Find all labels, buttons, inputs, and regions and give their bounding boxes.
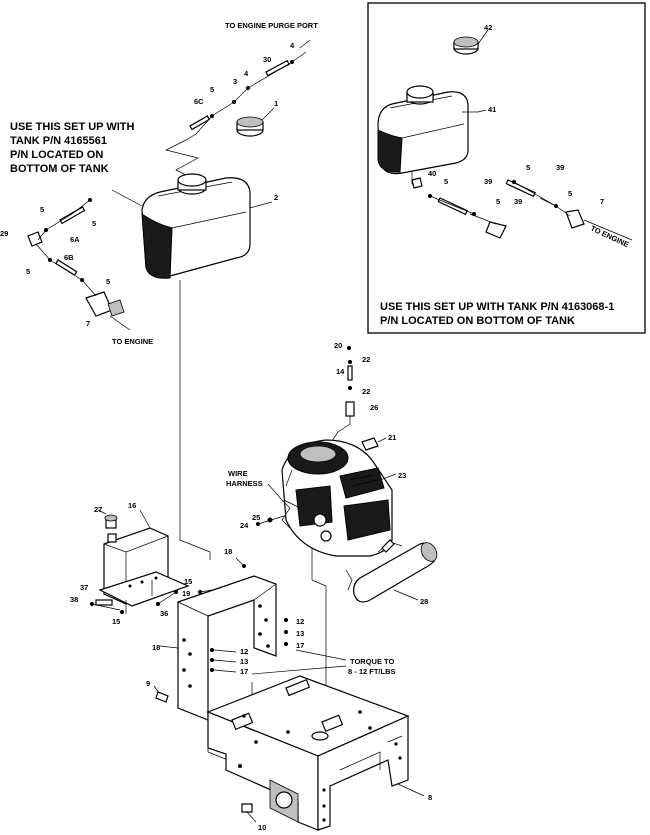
left-setup-note-line4: BOTTOM OF TANK bbox=[10, 163, 109, 175]
callout-18b: 18 bbox=[152, 643, 160, 652]
fitting-21[interactable] bbox=[361, 437, 379, 451]
callout-30: 30 bbox=[263, 55, 271, 64]
bolt-18[interactable] bbox=[242, 564, 246, 568]
inset-setup-note-line2: P/N LOCATED ON BOTTOM OF TANK bbox=[380, 315, 575, 327]
callout-5e: 5 bbox=[106, 277, 110, 286]
torque-note-line1: TORQUE TO bbox=[350, 657, 394, 666]
callout-24: 24 bbox=[240, 521, 249, 530]
callout-42: 42 bbox=[484, 23, 492, 32]
wire-harness-label-1: WIRE bbox=[228, 469, 248, 478]
callout-26: 26 bbox=[370, 403, 378, 412]
callout-5c: 5 bbox=[92, 219, 96, 228]
callout-40: 40 bbox=[428, 169, 436, 178]
left-setup-note-line1: USE THIS SET UP WITH bbox=[10, 121, 135, 133]
callout-37: 37 bbox=[80, 583, 88, 592]
battery-bracket[interactable] bbox=[98, 571, 190, 614]
callout-5d: 5 bbox=[26, 267, 30, 276]
callout-6b: 6B bbox=[64, 253, 74, 262]
callout-13b: 13 bbox=[240, 657, 248, 666]
wire-harness-label-2: HARNESS bbox=[226, 479, 263, 488]
callout-39a: 39 bbox=[484, 177, 492, 186]
nut-15[interactable] bbox=[120, 610, 124, 614]
cap-27[interactable] bbox=[104, 514, 118, 529]
main-frame[interactable] bbox=[206, 675, 410, 831]
callout-3: 3 bbox=[233, 77, 237, 86]
muffler[interactable] bbox=[345, 539, 440, 603]
callout-1: 1 bbox=[274, 99, 278, 108]
callout-5b: 5 bbox=[40, 205, 44, 214]
callout-21: 21 bbox=[388, 433, 396, 442]
callout-12b: 12 bbox=[240, 647, 248, 656]
callout-8: 8 bbox=[428, 793, 432, 802]
callout-14: 14 bbox=[336, 367, 345, 376]
callout-5g: 5 bbox=[526, 163, 530, 172]
callout-5i: 5 bbox=[568, 189, 572, 198]
callout-36: 36 bbox=[160, 609, 168, 618]
callout-22a: 22 bbox=[362, 355, 370, 364]
callout-9: 9 bbox=[146, 679, 150, 688]
tank-cap[interactable] bbox=[236, 116, 264, 137]
inset-hose-assembly bbox=[411, 172, 633, 241]
callout-22b: 22 bbox=[362, 387, 370, 396]
callout-17b: 17 bbox=[240, 667, 248, 676]
callout-16: 16 bbox=[128, 501, 136, 510]
fuel-tank[interactable] bbox=[141, 173, 251, 279]
washer-12b[interactable] bbox=[210, 648, 214, 652]
callout-28: 28 bbox=[420, 597, 428, 606]
callout-29: 29 bbox=[0, 229, 8, 238]
engine-mount-bracket[interactable] bbox=[177, 575, 277, 721]
callout-20: 20 bbox=[334, 341, 342, 350]
callout-6c: 6C bbox=[194, 97, 204, 106]
engine[interactable] bbox=[281, 439, 393, 557]
left-hose-assembly bbox=[27, 198, 131, 331]
tank-cap-inset[interactable] bbox=[453, 36, 479, 55]
fuel-line-engine bbox=[329, 346, 355, 445]
inset-setup-note-line1: USE THIS SET UP WITH TANK P/N 4163068-1 bbox=[380, 301, 614, 313]
callout-2: 2 bbox=[274, 193, 278, 202]
callout-39b: 39 bbox=[556, 163, 564, 172]
washer-13b[interactable] bbox=[210, 658, 214, 662]
callout-7: 7 bbox=[86, 319, 90, 328]
callout-23: 23 bbox=[398, 471, 406, 480]
callout-15b: 15 bbox=[112, 617, 120, 626]
callout-5f: 5 bbox=[444, 177, 448, 186]
callout-27: 27 bbox=[94, 505, 102, 514]
callout-41: 41 bbox=[488, 105, 496, 114]
inset-frame bbox=[367, 2, 646, 334]
callout-6a: 6A bbox=[70, 235, 80, 244]
torque-note-line2: 8 - 12 FT/LBS bbox=[348, 667, 396, 676]
callout-19: 19 bbox=[182, 589, 190, 598]
bolt-9[interactable] bbox=[155, 691, 169, 703]
nut-17[interactable] bbox=[284, 642, 288, 646]
callout-4: 4 bbox=[290, 41, 295, 50]
callout-17a: 17 bbox=[296, 641, 304, 650]
bolt-10[interactable] bbox=[241, 803, 253, 813]
nut-17b[interactable] bbox=[210, 668, 214, 672]
left-setup-note-line3: P/N LOCATED ON bbox=[10, 149, 103, 161]
left-setup-note-line2: TANK P/N 4165561 bbox=[10, 135, 107, 147]
callout-10: 10 bbox=[258, 823, 266, 832]
callout-4b: 4 bbox=[244, 69, 249, 78]
bolt-37[interactable] bbox=[95, 599, 113, 606]
washer-13[interactable] bbox=[284, 630, 288, 634]
callout-18: 18 bbox=[224, 547, 232, 556]
callout-5a: 5 bbox=[210, 85, 214, 94]
callout-5h: 5 bbox=[496, 197, 500, 206]
purge-line-assembly bbox=[164, 39, 311, 177]
callout-15a: 15 bbox=[184, 577, 192, 586]
to-engine-left-label: TO ENGINE bbox=[112, 337, 153, 346]
washer-12[interactable] bbox=[284, 618, 288, 622]
purge-port-label: TO ENGINE PURGE PORT bbox=[225, 21, 318, 30]
callout-12a: 12 bbox=[296, 617, 304, 626]
callout-25: 25 bbox=[252, 513, 260, 522]
callout-38: 38 bbox=[70, 595, 78, 604]
fuel-tank-inset[interactable] bbox=[377, 85, 469, 175]
callout-13a: 13 bbox=[296, 629, 304, 638]
callout-39c: 39 bbox=[514, 197, 522, 206]
callout-7b: 7 bbox=[600, 197, 604, 206]
